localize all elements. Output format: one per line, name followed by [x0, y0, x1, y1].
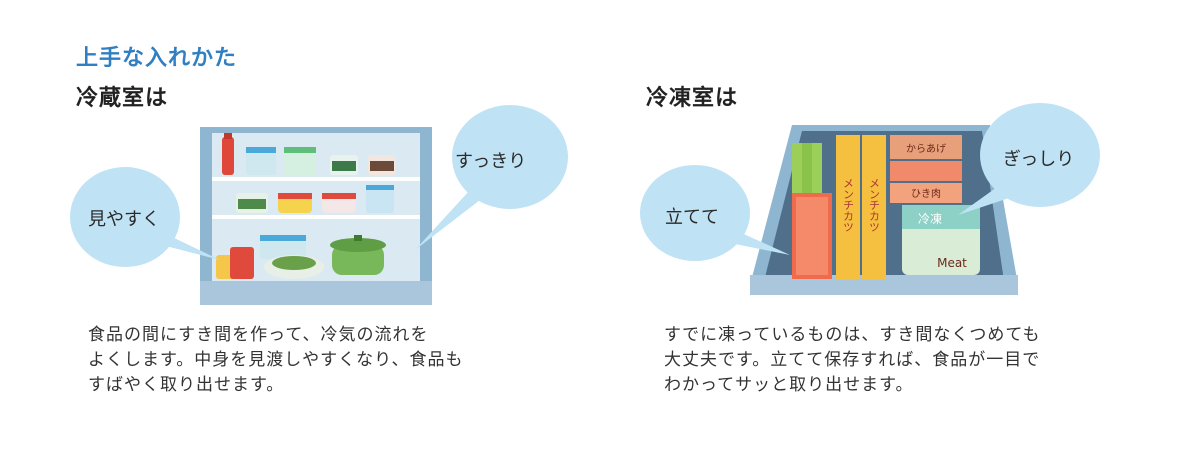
page-heading: 上手な入れかた — [76, 46, 238, 71]
freezer-package-label: ひき肉 — [911, 187, 941, 200]
freezer-bubble-left: 立てて — [665, 207, 719, 228]
freezer-package-label: 冷凍 — [918, 212, 942, 226]
freezer-package-label: メンチカツ — [868, 178, 881, 233]
fridge-description: 食品の間にすき間を作って、冷気の流れを よくします。中身を見渡しやすくなり、食品… — [88, 325, 464, 395]
freezer-description: すでに凍っているものは、すき間なくつめても 大丈夫です。立てて保存すれば、食品が… — [664, 325, 1041, 395]
freezer-title: 冷凍室は — [646, 86, 739, 111]
fridge-bubble-right: すっきり — [455, 151, 527, 172]
fridge-bubble-left: 見やすく — [88, 209, 160, 230]
freezer-package-label: Meat — [937, 256, 967, 270]
fridge-illustration — [70, 105, 568, 305]
freezer-package-label: からあげ — [906, 143, 946, 155]
freezer-bubble-right: ぎっしり — [1003, 149, 1075, 170]
freezer-package-label: メンチカツ — [842, 178, 855, 233]
fridge-title: 冷蔵室は — [76, 86, 169, 111]
freezer-illustration: メンチカツ メンチカツ からあげ ひき肉 冷凍 Meat — [640, 103, 1100, 295]
